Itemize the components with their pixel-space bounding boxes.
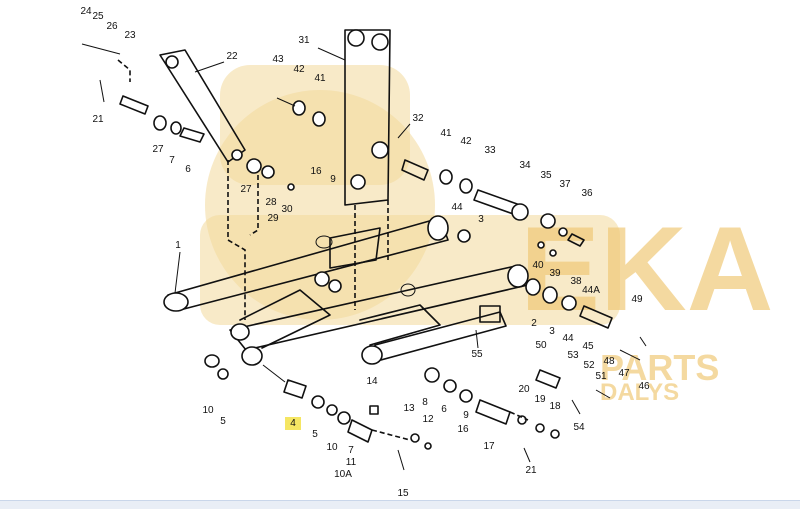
- watermark-brand: EKA: [520, 202, 773, 336]
- part-label-15: 15: [397, 488, 409, 499]
- part-label-34: 34: [519, 160, 531, 171]
- watermark-sub2: DALYS: [600, 379, 679, 406]
- part-label-43: 43: [272, 54, 284, 65]
- part-label-25: 25: [92, 11, 104, 22]
- part-label-7: 7: [348, 445, 354, 456]
- part-label-8: 8: [422, 397, 428, 408]
- part-label-51: 51: [595, 371, 607, 382]
- part-label-20: 20: [518, 384, 530, 395]
- part-label-36: 36: [581, 188, 593, 199]
- part-label-2: 2: [531, 318, 537, 329]
- part-label-22: 22: [226, 51, 238, 62]
- part-label-14: 14: [366, 376, 378, 387]
- part-label-4: 4: [290, 418, 296, 429]
- alignment-lines: [117, 59, 529, 441]
- watermark-logo: EKA PARTS DALYS: [200, 65, 773, 406]
- part-label-16: 16: [310, 166, 322, 177]
- part-label-40: 40: [532, 260, 544, 271]
- part-label-5: 5: [220, 416, 226, 427]
- part-label-37: 37: [559, 179, 571, 190]
- part-label-26: 26: [106, 21, 118, 32]
- part-label-7: 7: [169, 155, 175, 166]
- part-label-32: 32: [412, 113, 424, 124]
- hydraulic-cylinder: [361, 305, 507, 365]
- part-label-5: 5: [312, 429, 318, 440]
- leader-lines: [174, 47, 479, 349]
- part-label-47: 47: [618, 368, 630, 379]
- part-label-49: 49: [631, 294, 643, 305]
- part-label-45: 45: [582, 341, 594, 352]
- part-label-54: 54: [573, 422, 585, 433]
- part-label-38: 38: [570, 276, 582, 287]
- part-label-33: 33: [484, 145, 496, 156]
- pins-bushings: [119, 95, 613, 450]
- part-label-3: 3: [478, 214, 484, 225]
- highlight-part-4: [285, 417, 301, 430]
- bolts: [81, 43, 647, 471]
- part-label-27: 27: [152, 144, 164, 155]
- link-bar-31: [344, 29, 391, 206]
- part-label-55: 55: [471, 349, 483, 360]
- part-label-41: 41: [440, 128, 452, 139]
- part-label-44: 44: [562, 333, 574, 344]
- part-label-24: 24: [80, 6, 92, 17]
- part-label-6: 6: [185, 164, 191, 175]
- watermark-sub1: PARTS: [600, 347, 719, 388]
- part-label-27: 27: [240, 184, 252, 195]
- bottom-scroll-strip: [0, 500, 800, 509]
- part-label-31: 31: [298, 35, 310, 46]
- part-label-41: 41: [314, 73, 326, 84]
- part-label-46: 46: [638, 381, 650, 392]
- part-label-19: 19: [534, 394, 546, 405]
- part-label-42: 42: [460, 136, 472, 147]
- part-label-48: 48: [603, 356, 615, 367]
- part-label-30: 30: [281, 204, 293, 215]
- part-label-35: 35: [540, 170, 552, 181]
- part-label-23: 23: [124, 30, 136, 41]
- part-label-21: 21: [525, 465, 537, 476]
- boom-frame: [163, 215, 529, 366]
- part-label-17: 17: [483, 441, 495, 452]
- part-label-11: 11: [346, 457, 357, 468]
- part-label-9: 9: [463, 410, 469, 421]
- part-label-28: 28: [265, 197, 277, 208]
- part-label-29: 29: [267, 213, 279, 224]
- part-label-52: 52: [583, 360, 595, 371]
- part-label-53: 53: [567, 350, 579, 361]
- part-label-3: 3: [549, 326, 555, 337]
- part-label-6: 6: [441, 404, 447, 415]
- part-label-50: 50: [535, 340, 547, 351]
- part-label-21: 21: [92, 114, 104, 125]
- part-label-10: 10: [202, 405, 214, 416]
- part-label-18: 18: [549, 401, 561, 412]
- part-label-44: 44: [451, 202, 463, 213]
- part-label-9: 9: [330, 174, 336, 185]
- part-label-10: 10: [326, 442, 338, 453]
- part-label-12: 12: [422, 414, 434, 425]
- link-bar-22: [159, 49, 246, 163]
- part-label-10A: 10A: [334, 469, 352, 480]
- part-label-16: 16: [457, 424, 469, 435]
- part-label-42: 42: [293, 64, 305, 75]
- part-label-44A: 44A: [582, 285, 600, 296]
- part-label-1: 1: [175, 240, 181, 251]
- part-label-13: 13: [403, 403, 415, 414]
- part-label-39: 39: [549, 268, 561, 279]
